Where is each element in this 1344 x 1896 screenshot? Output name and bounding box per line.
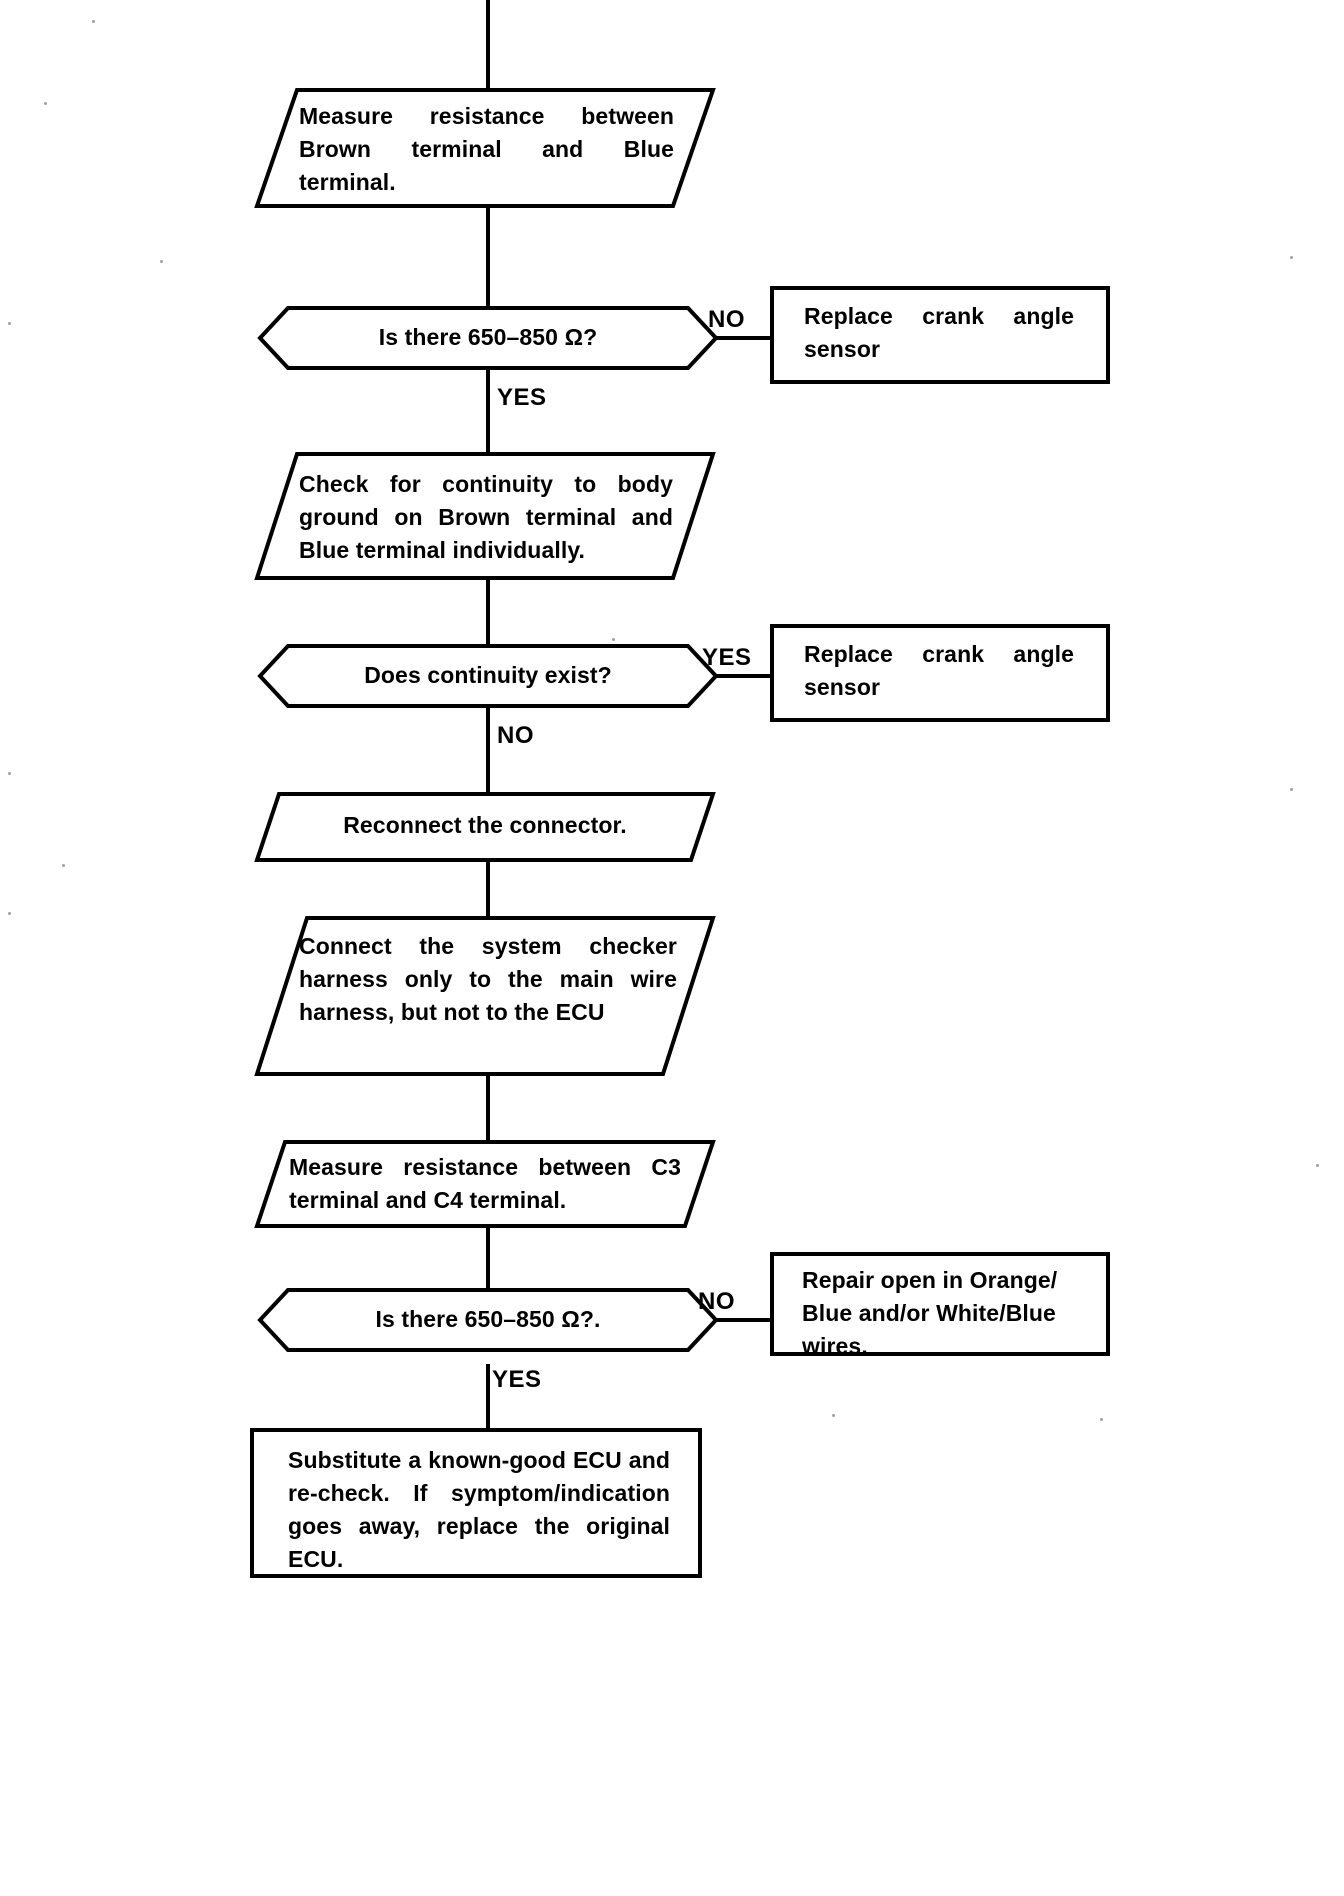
scan-speck bbox=[160, 260, 163, 263]
node-decision-resistance-1: Is there 650–850 Ω? bbox=[257, 306, 719, 370]
node-replace-sensor-2: Replace crank angle sensor bbox=[770, 624, 1110, 722]
branch-no-3-line bbox=[714, 1318, 772, 1322]
scan-speck bbox=[1316, 1164, 1319, 1167]
scan-speck bbox=[832, 1414, 835, 1417]
scan-speck bbox=[92, 20, 95, 23]
node-replace-sensor-1-label: Replace crank angle sensor bbox=[804, 303, 1074, 362]
node-check-continuity-label: Check for continuity to body ground on B… bbox=[299, 471, 673, 563]
node-measure-c3-c4: Measure resistance between C3 terminal a… bbox=[254, 1140, 716, 1228]
node-check-continuity: Check for continuity to body ground on B… bbox=[254, 452, 716, 580]
node-replace-sensor-2-label: Replace crank angle sensor bbox=[804, 641, 1074, 700]
scan-speck bbox=[44, 102, 47, 105]
node-decision-resistance-1-label: Is there 650–850 Ω? bbox=[378, 324, 598, 350]
node-measure-brown-blue-label: Measure resistance between Brown termina… bbox=[299, 103, 674, 195]
scan-speck bbox=[8, 912, 11, 915]
node-measure-brown-blue: Measure resistance between Brown termina… bbox=[254, 88, 716, 208]
node-replace-sensor-1: Replace crank angle sensor bbox=[770, 286, 1110, 384]
connector-4 bbox=[486, 706, 490, 794]
scan-speck bbox=[612, 638, 615, 641]
scan-speck bbox=[8, 322, 11, 325]
node-connect-checker-harness-label: Connect the system checker harness only … bbox=[299, 933, 677, 1025]
node-substitute-ecu: Substitute a known-good ECU and re-check… bbox=[250, 1428, 702, 1578]
branch-no-1-label: NO bbox=[708, 306, 745, 333]
node-decision-resistance-2-label: Is there 650–850 Ω?. bbox=[375, 1306, 601, 1332]
connector-2 bbox=[486, 368, 490, 456]
node-substitute-ecu-label: Substitute a known-good ECU and re-check… bbox=[288, 1447, 670, 1572]
node-reconnect-connector: Reconnect the connector. bbox=[254, 792, 716, 862]
connector-1 bbox=[486, 206, 490, 308]
branch-yes-1-label: YES bbox=[497, 384, 547, 411]
node-decision-continuity-label: Does continuity exist? bbox=[364, 662, 612, 688]
node-connect-checker-harness: Connect the system checker harness only … bbox=[254, 916, 716, 1076]
branch-no-1-line bbox=[714, 336, 772, 340]
connector-5 bbox=[486, 860, 490, 918]
node-reconnect-connector-label: Reconnect the connector. bbox=[343, 812, 627, 838]
connector-3 bbox=[486, 578, 490, 646]
branch-yes-3-label: YES bbox=[492, 1366, 542, 1393]
scan-speck bbox=[1290, 256, 1293, 259]
connector-6 bbox=[486, 1074, 490, 1142]
connector-8 bbox=[486, 1364, 490, 1430]
scan-speck bbox=[1100, 1418, 1103, 1421]
scan-speck bbox=[1290, 788, 1293, 791]
branch-no-2-label: NO bbox=[497, 722, 534, 749]
node-measure-c3-c4-label: Measure resistance between C3 terminal a… bbox=[289, 1154, 681, 1213]
branch-yes-2-label: YES bbox=[702, 644, 752, 671]
scan-speck bbox=[62, 864, 65, 867]
connector-top-entry bbox=[486, 0, 490, 90]
node-decision-resistance-2: Is there 650–850 Ω?. bbox=[257, 1288, 719, 1352]
scan-speck bbox=[8, 772, 11, 775]
node-decision-continuity: Does continuity exist? bbox=[257, 644, 719, 708]
connector-7 bbox=[486, 1226, 490, 1290]
node-repair-open: Repair open in Orange/ Blue and/or White… bbox=[770, 1252, 1110, 1359]
branch-yes-2-line bbox=[714, 674, 772, 678]
branch-no-3-label: NO bbox=[698, 1288, 735, 1315]
node-repair-open-label: Repair open in Orange/ Blue and/or White… bbox=[802, 1267, 1058, 1359]
